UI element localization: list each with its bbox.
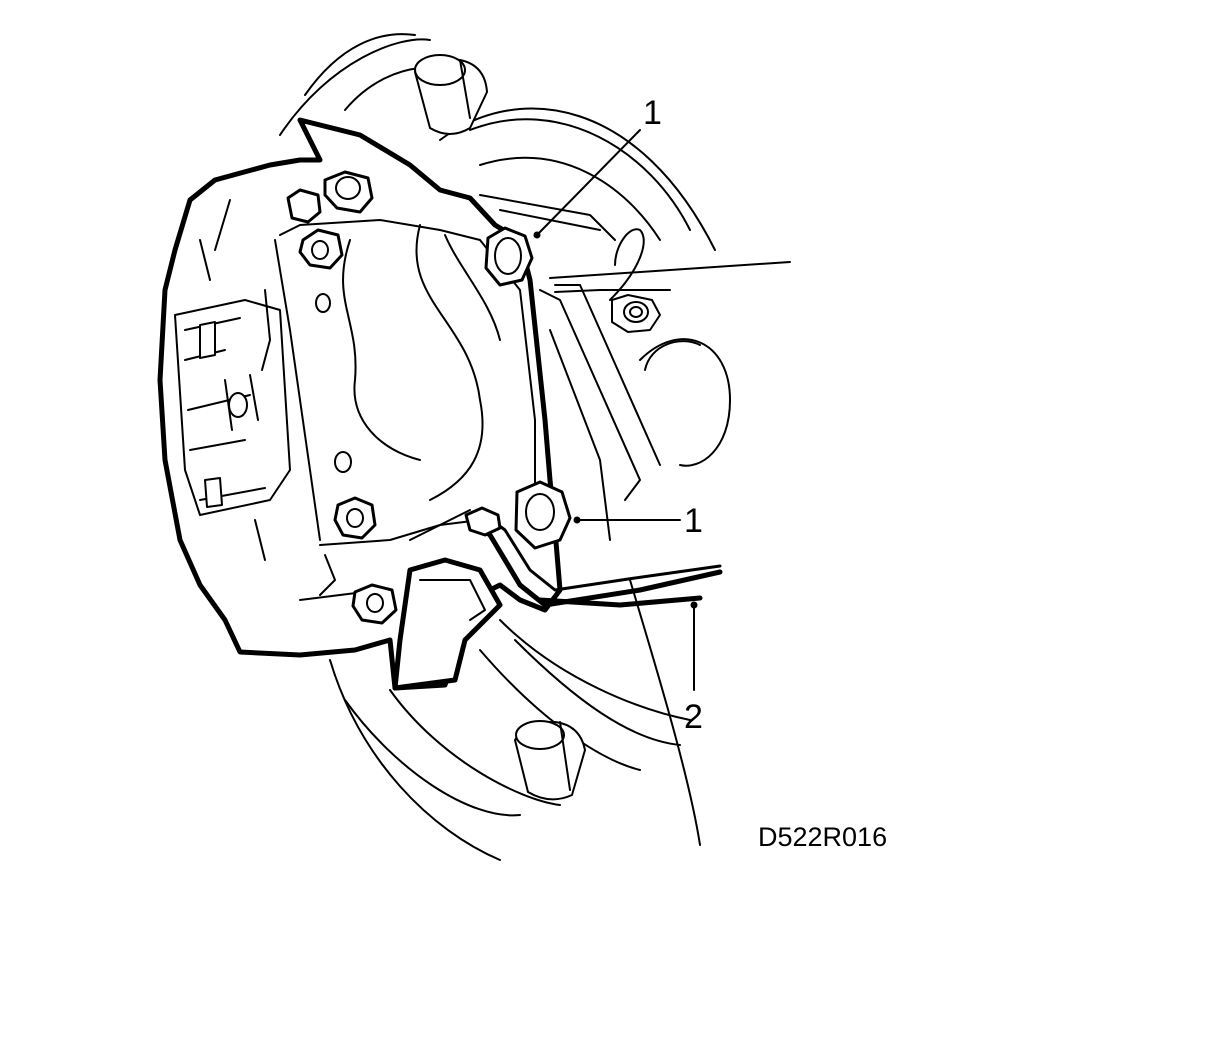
caliper-bolt-mid-left [315, 293, 331, 313]
wheel-stud-bottom [514, 720, 586, 801]
mounting-bolt-lower [514, 480, 572, 550]
hub [639, 338, 731, 467]
caliper-lug [392, 557, 503, 691]
wheel-stud-top [414, 54, 488, 135]
bracket-nut [611, 294, 661, 333]
brake-disc [279, 33, 791, 861]
brake-pad [174, 199, 291, 561]
brake-caliper [157, 117, 572, 691]
leader-lines [533, 129, 698, 691]
mounting-bolt-upper [484, 226, 534, 287]
hose-fitting [464, 506, 502, 537]
bleed-nipple [286, 170, 374, 224]
diagram-reference-code: D522R016 [758, 822, 887, 852]
callout-2-label: 2 [684, 698, 703, 736]
callout-1-upper-label: 1 [643, 94, 662, 132]
caliper-hole [334, 451, 352, 473]
brake-line [464, 506, 723, 608]
caliper-bolt-lower-left [333, 496, 377, 540]
caliper-bolt-top-left [298, 228, 344, 270]
callout-1-lower-label: 1 [684, 502, 703, 540]
caliper-bolt-bottom [351, 583, 398, 625]
